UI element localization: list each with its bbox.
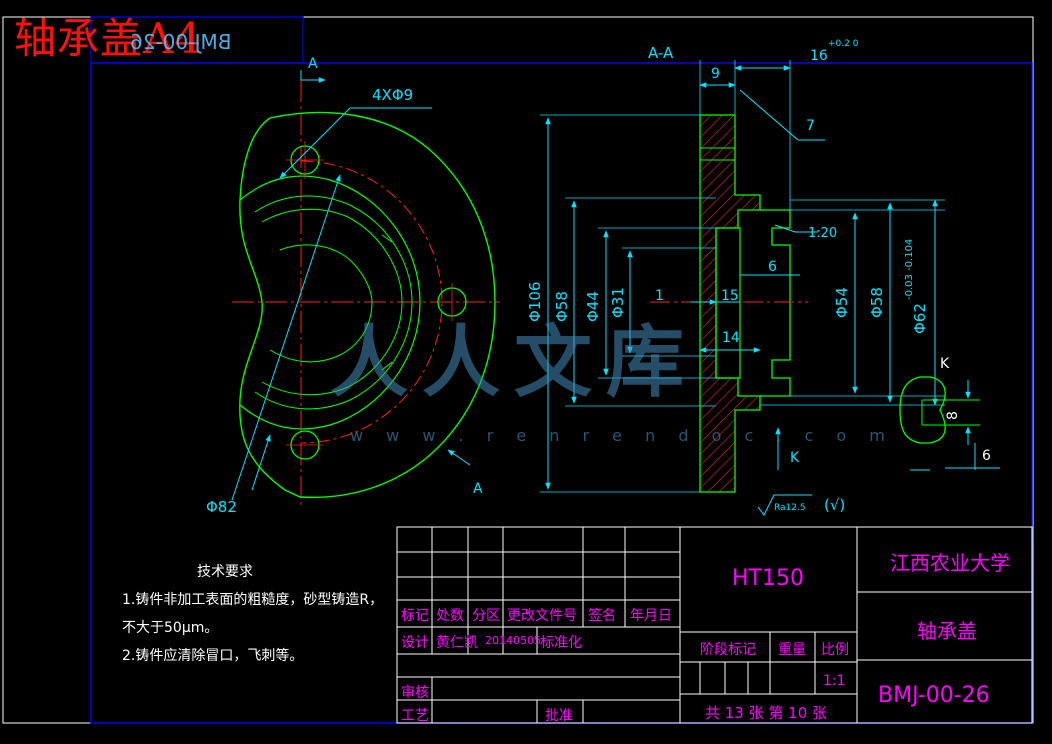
front-view <box>231 70 500 505</box>
row-date: 20140505 <box>485 634 541 647</box>
material: HT150 <box>732 566 804 591</box>
tech-requirements-title: 技术要求 <box>197 564 253 580</box>
watermark-url: w w w . r e n r e n d o c . c o m <box>350 426 894 445</box>
dim-d54: Φ54 <box>833 287 851 318</box>
dim-circle-82: Φ82 <box>206 498 237 516</box>
mirrored-drawing-code: BMJ-00-26 <box>130 30 232 54</box>
drawing-number: BMJ-00-26 <box>878 683 990 708</box>
process: 工艺 <box>401 708 429 724</box>
header-doc: 更改文件号 <box>507 608 577 624</box>
stage-mark: 阶段标记 <box>700 642 756 658</box>
view-k-arrow-label: K <box>790 450 800 466</box>
weight: 重量 <box>778 642 806 658</box>
overlay-title: 轴承盖A4 <box>14 14 203 63</box>
row-design: 设计 <box>401 635 429 651</box>
school-name: 江西农业大学 <box>890 551 1010 575</box>
dim-w16: 16 <box>810 48 828 64</box>
dim-w7: 7 <box>806 118 815 134</box>
header-sign: 签名 <box>588 608 616 624</box>
dim-w16-tol: +0.2 0 <box>828 39 859 49</box>
dim-d58-right: Φ58 <box>868 287 886 318</box>
dim-w9: 9 <box>711 66 720 82</box>
dim-d44: Φ44 <box>584 291 602 322</box>
tech-requirements-line3: 2.铸件应清除冒口，飞刺等。 <box>122 648 304 664</box>
dim-w1: 1 <box>655 288 664 304</box>
title-block-grid <box>396 526 1033 724</box>
code-box <box>90 16 304 64</box>
scale-value: 1:1 <box>823 673 846 689</box>
dim-holes: 4XΦ9 <box>372 86 413 104</box>
row-designer: 黄仁凯 <box>436 635 478 651</box>
roughness-all: (√) <box>824 496 845 514</box>
dim-w14: 14 <box>722 330 740 346</box>
header-mark: 标记 <box>401 608 429 624</box>
dim-d58-left: Φ58 <box>553 291 571 322</box>
section-label: A-A <box>648 44 674 62</box>
dim-taper: 1:20 <box>808 226 837 241</box>
header-zone: 分区 <box>472 608 500 624</box>
dim-d106: Φ106 <box>526 282 544 322</box>
approve: 批准 <box>545 708 573 724</box>
dim-d62: Φ62 <box>911 303 929 334</box>
header-date: 年月日 <box>630 608 672 624</box>
tech-requirements: 技术要求 1.铸件非加工表面的粗糙度，砂型铸造R， 不大于50μm。 2.铸件应… <box>122 558 383 670</box>
dim-d62-tol: -0.03 -0.104 <box>904 239 915 300</box>
dim-k8: 8 <box>945 411 961 420</box>
cut-label-bottom: A <box>473 481 483 497</box>
sheet-count: 共 13 张 第 10 张 <box>705 704 828 722</box>
dim-d31: Φ31 <box>609 287 627 318</box>
roughness-value: Ra12.5 <box>774 503 806 513</box>
tech-requirements-line1: 1.铸件非加工表面的粗糙度，砂型铸造R， <box>122 592 384 608</box>
review: 审核 <box>401 685 429 701</box>
view-k-label: K <box>940 356 950 372</box>
dim-w15: 15 <box>721 288 739 304</box>
dim-w6: 6 <box>768 259 777 275</box>
cut-label-top: A <box>308 56 318 72</box>
tech-requirements-line2: 不大于50μm。 <box>122 620 219 636</box>
scale: 比例 <box>821 642 849 658</box>
part-name: 轴承盖 <box>917 619 977 643</box>
dim-k6: 6 <box>982 448 991 464</box>
row-standard: 标准化 <box>540 635 582 651</box>
view-k <box>899 376 1000 471</box>
section-view <box>540 60 945 516</box>
header-count: 处数 <box>436 608 464 624</box>
